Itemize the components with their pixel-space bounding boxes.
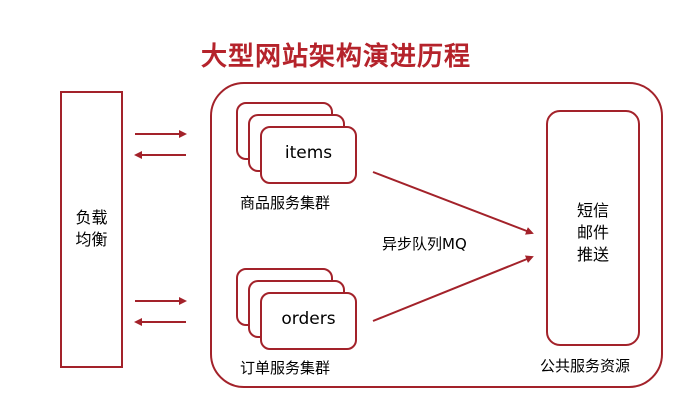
public-service-line1: 短信	[576, 201, 609, 220]
public-service-box	[546, 110, 640, 346]
public-service-caption: 公共服务资源	[540, 357, 631, 375]
orders-server-card-front	[260, 292, 357, 350]
public-service-label: 短信 邮件 推送	[546, 200, 640, 266]
load-balancer-box	[60, 91, 123, 368]
public-service-line3: 推送	[576, 245, 609, 264]
orders-to-public-arrow	[372, 255, 534, 322]
public-service-line2: 邮件	[576, 223, 609, 242]
items-to-public-arrow	[372, 171, 534, 235]
load-balancer-label-line1: 负载	[75, 208, 108, 227]
diagram-title: 大型网站架构演进历程	[201, 42, 472, 72]
mq-label: 异步队列MQ	[382, 235, 467, 253]
items-label: items	[284, 143, 333, 163]
items-server-card-front	[260, 126, 357, 184]
load-balancer-label: 负载 均衡	[60, 207, 123, 251]
load-balancer-label-line2: 均衡	[75, 230, 108, 249]
orders-cluster-caption: 订单服务集群	[240, 359, 331, 377]
orders-label: orders	[281, 309, 336, 329]
items-cluster-caption: 商品服务集群	[240, 194, 331, 212]
